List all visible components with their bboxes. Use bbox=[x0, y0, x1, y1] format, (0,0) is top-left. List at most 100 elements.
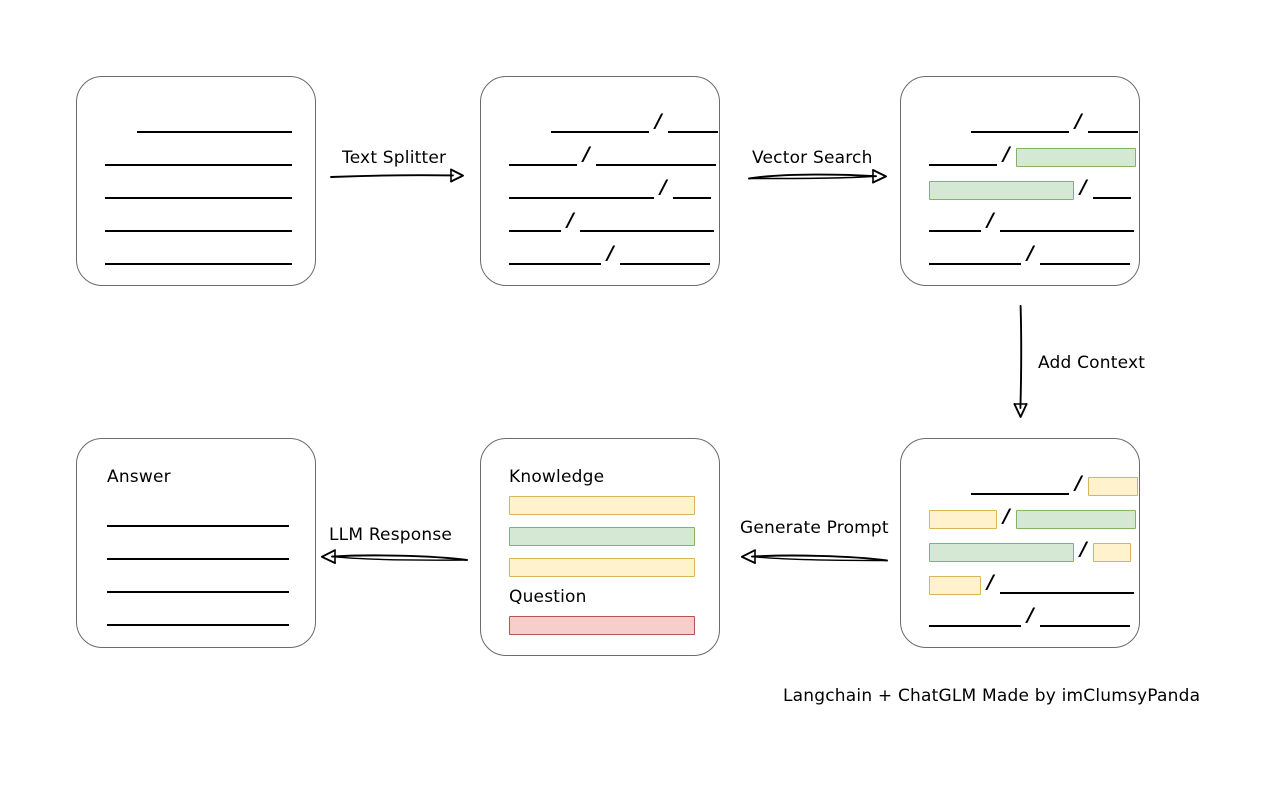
highlighted-chunk-yellow bbox=[929, 575, 981, 595]
document-line-row: / bbox=[971, 109, 1138, 133]
prompt-bar-green bbox=[509, 527, 695, 546]
document-line-row: / bbox=[929, 142, 1136, 167]
question-label: Question bbox=[509, 587, 587, 607]
chunk-separator: / bbox=[660, 175, 667, 198]
document-line-row: / bbox=[929, 603, 1130, 627]
chunk-separator: / bbox=[1080, 537, 1087, 560]
chunk-separator: / bbox=[1027, 603, 1034, 626]
text-line bbox=[107, 510, 289, 527]
chunk-separator: / bbox=[987, 208, 994, 231]
document-line-row: / bbox=[509, 241, 710, 265]
split-chunks-box[interactable]: / / / / / bbox=[480, 76, 720, 286]
document-line-row: / bbox=[509, 208, 714, 232]
text-line bbox=[672, 182, 711, 199]
source-document-rows bbox=[77, 77, 315, 285]
chunk-separator: / bbox=[1075, 109, 1082, 132]
text-line bbox=[579, 215, 714, 232]
source-document-box[interactable] bbox=[76, 76, 316, 286]
document-line-row bbox=[105, 181, 292, 199]
document-line-row bbox=[107, 575, 289, 593]
vector-search-arrow bbox=[748, 168, 888, 186]
diagram-caption: Langchain + ChatGLM Made by imClumsyPand… bbox=[783, 686, 1201, 706]
generated-prompt-box[interactable]: Knowledge Question bbox=[480, 438, 720, 656]
text-line bbox=[105, 182, 292, 199]
text-line bbox=[667, 116, 718, 133]
text-line bbox=[105, 248, 292, 265]
generate-prompt-arrow bbox=[740, 548, 888, 566]
highlighted-chunk-green bbox=[929, 180, 1074, 200]
answer-box[interactable]: Answer bbox=[76, 438, 316, 648]
add-context-arrow bbox=[1012, 305, 1030, 418]
text-line bbox=[509, 248, 601, 265]
text-line bbox=[929, 248, 1021, 265]
prompt-bar-red bbox=[509, 616, 695, 635]
chunk-separator: / bbox=[1027, 241, 1034, 264]
document-line-row: / bbox=[551, 109, 718, 133]
text-splitter-arrow bbox=[330, 168, 465, 184]
text-line bbox=[1039, 610, 1130, 627]
llm-response-label: LLM Response bbox=[329, 525, 453, 545]
text-line bbox=[1092, 182, 1131, 199]
document-line-row: / bbox=[971, 471, 1138, 496]
document-line-row bbox=[105, 247, 292, 265]
document-line-row: / bbox=[929, 175, 1131, 200]
text-line bbox=[999, 577, 1134, 594]
text-line bbox=[551, 116, 649, 133]
text-line bbox=[929, 610, 1021, 627]
text-line bbox=[619, 248, 710, 265]
text-line bbox=[509, 215, 561, 232]
chunk-separator: / bbox=[607, 241, 614, 264]
generate-prompt-label: Generate Prompt bbox=[740, 518, 889, 538]
answer-label: Answer bbox=[107, 467, 171, 487]
chunk-separator: / bbox=[987, 570, 994, 593]
context-added-box[interactable]: / / / / / bbox=[900, 438, 1140, 648]
prompt-bar-yellow bbox=[509, 496, 695, 515]
document-line-row: / bbox=[929, 208, 1134, 232]
document-line-row bbox=[137, 115, 292, 133]
text-line bbox=[509, 149, 577, 166]
document-line-row: / bbox=[929, 504, 1136, 529]
document-line-row: / bbox=[509, 142, 716, 166]
text-line bbox=[595, 149, 716, 166]
text-line bbox=[105, 149, 292, 166]
vector-search-results-box[interactable]: / / / / / bbox=[900, 76, 1140, 286]
text-line bbox=[971, 116, 1069, 133]
llm-response-arrow bbox=[320, 548, 468, 566]
text-line bbox=[1087, 116, 1138, 133]
vector-search-label: Vector Search bbox=[752, 148, 873, 168]
text-line bbox=[137, 116, 292, 133]
highlighted-chunk-yellow bbox=[929, 509, 997, 529]
highlighted-chunk-green bbox=[1015, 509, 1136, 529]
document-line-row: / bbox=[929, 241, 1130, 265]
chunk-separator: / bbox=[1075, 471, 1082, 494]
text-line bbox=[509, 182, 654, 199]
text-line bbox=[971, 478, 1069, 495]
context-added-rows: / / / / / bbox=[901, 439, 1139, 647]
add-context-label: Add Context bbox=[1038, 353, 1146, 373]
document-line-row bbox=[107, 542, 289, 560]
document-line-row bbox=[105, 214, 292, 232]
knowledge-label: Knowledge bbox=[509, 467, 605, 487]
document-line-row: / bbox=[929, 570, 1134, 595]
text-line bbox=[107, 609, 289, 626]
chunk-separator: / bbox=[1080, 175, 1087, 198]
vector-search-results-rows: / / / / / bbox=[901, 77, 1139, 285]
chunk-separator: / bbox=[1003, 142, 1010, 165]
prompt-bar-yellow bbox=[509, 558, 695, 577]
chunk-separator: / bbox=[655, 109, 662, 132]
highlighted-chunk-yellow bbox=[1092, 542, 1131, 562]
chunk-separator: / bbox=[1003, 504, 1010, 527]
split-chunks-rows: / / / / / bbox=[481, 77, 719, 285]
chunk-separator: / bbox=[567, 208, 574, 231]
document-line-row bbox=[107, 608, 289, 626]
document-line-row: / bbox=[509, 175, 711, 199]
highlighted-chunk-yellow bbox=[1087, 476, 1138, 496]
text-line bbox=[1039, 248, 1130, 265]
chunk-separator: / bbox=[583, 142, 590, 165]
highlighted-chunk-green bbox=[929, 542, 1074, 562]
document-line-row: / bbox=[929, 537, 1131, 562]
text-line bbox=[929, 215, 981, 232]
text-line bbox=[999, 215, 1134, 232]
document-line-row bbox=[105, 148, 292, 166]
